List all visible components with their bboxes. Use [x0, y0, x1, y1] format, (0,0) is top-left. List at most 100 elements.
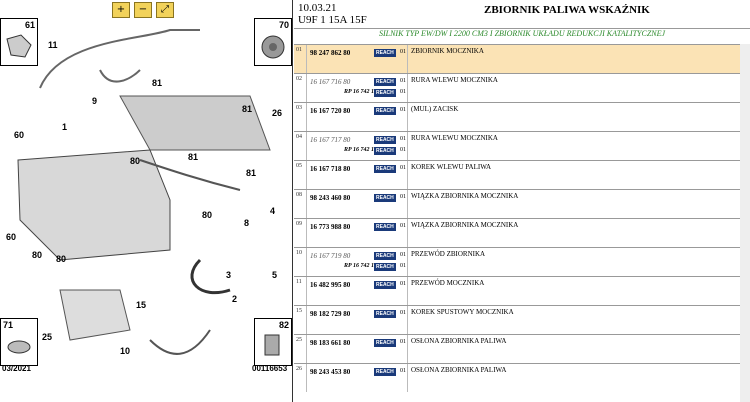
- quantity: 01: [400, 281, 406, 287]
- part-description: KOREK SPUSTOWY MOCZNIKA: [411, 308, 514, 316]
- callout-80: 80: [32, 250, 43, 260]
- quantity: 01: [400, 147, 406, 153]
- callout-26: 26: [272, 108, 283, 118]
- part-description: (MUL) ZACISK: [411, 105, 459, 113]
- column-divider: [306, 74, 307, 102]
- column-divider: [407, 45, 408, 73]
- part-reference: 16 167 718 80: [310, 165, 351, 173]
- callout-81: 81: [152, 78, 163, 88]
- row-index: 04: [296, 134, 302, 140]
- row-index: 25: [296, 337, 302, 343]
- zoom-in-icon[interactable]: +: [112, 2, 130, 18]
- column-divider: [306, 277, 307, 305]
- part-reference: 16 482 995 80: [310, 281, 351, 289]
- table-row[interactable]: 15 98 182 729 80 REACH 01 KOREK SPUSTOWY MOC…: [294, 305, 750, 334]
- callout-1: 1: [62, 122, 68, 132]
- header-date: 10.03.21: [298, 2, 337, 14]
- callout-11: 11: [48, 40, 58, 50]
- callout-81: 81: [242, 104, 253, 114]
- part-description: PRZEWÓD MOCZNIKA: [411, 279, 485, 287]
- row-index: 03: [296, 105, 302, 111]
- column-divider: [306, 219, 307, 247]
- reach-badge: REACH: [374, 89, 396, 97]
- row-index: 10: [296, 250, 302, 256]
- parts-diagram: + − ⤢ 61 70 71 82 11 9 81 81 26 1 60 81 …: [0, 0, 293, 402]
- part-reference: 98 247 862 80: [310, 49, 351, 57]
- column-divider: [407, 364, 408, 392]
- detail-box-61: 61: [0, 18, 38, 66]
- part-reference: 16 167 720 80: [310, 107, 351, 115]
- zoom-out-icon[interactable]: −: [134, 2, 152, 18]
- part-description: WIĄZKA ZBIORNIKA MOCZNIKA: [411, 192, 519, 200]
- row-index: 15: [296, 308, 302, 314]
- quantity: 01: [400, 223, 406, 229]
- part-description: RURA WLEWU MOCZNIKA: [411, 134, 498, 142]
- callout-9: 9: [92, 96, 98, 106]
- reach-badge: REACH: [374, 281, 396, 289]
- zoom-fit-icon[interactable]: ⤢: [156, 2, 174, 18]
- detail-number: 70: [278, 20, 289, 30]
- callout-10: 10: [120, 346, 131, 356]
- detail-box-70: 70: [254, 18, 292, 66]
- row-index: 02: [296, 76, 302, 82]
- quantity: 01: [400, 263, 406, 269]
- quantity: 01: [400, 49, 406, 55]
- column-divider: [407, 248, 408, 276]
- part-description: KOREK WLEWU PALIWA: [411, 163, 492, 171]
- row-index: 08: [296, 192, 302, 198]
- column-divider: [306, 45, 307, 73]
- scrollbar[interactable]: [740, 44, 750, 402]
- engine-subtitle: SILNIK TYP EW/DW I 2200 CM3 I ZBIORNIK U…: [378, 29, 666, 38]
- quantity: 01: [400, 252, 406, 258]
- reach-badge: REACH: [374, 339, 396, 347]
- reach-badge: REACH: [374, 136, 396, 144]
- part-reference: 16 773 988 80: [310, 223, 351, 231]
- part-description: OSŁONA ZBIORNIKA PALIWA: [411, 337, 507, 345]
- detail-number: 82: [278, 320, 289, 330]
- reach-badge: REACH: [374, 368, 396, 376]
- column-divider: [407, 161, 408, 189]
- part-reference: 98 243 453 80: [310, 368, 351, 376]
- reach-badge: REACH: [374, 310, 396, 318]
- detail-number: 71: [3, 320, 14, 330]
- callout-80: 80: [56, 254, 67, 264]
- part-description: ZBIORNIK MOCZNIKA: [411, 47, 484, 55]
- column-divider: [407, 190, 408, 218]
- column-divider: [407, 335, 408, 363]
- column-divider: [407, 219, 408, 247]
- reach-badge: REACH: [374, 223, 396, 231]
- part-reference: 98 183 661 80: [310, 339, 351, 347]
- callout-4: 4: [270, 206, 276, 216]
- detail-box-71: 71: [0, 318, 38, 366]
- reach-badge: REACH: [374, 49, 396, 57]
- column-divider: [407, 103, 408, 131]
- diagram-id: 00116653: [252, 364, 288, 373]
- part-reference: 98 182 729 80: [310, 310, 351, 318]
- part-reference: 16 167 716 80: [310, 78, 351, 86]
- callout-25: 25: [42, 332, 53, 342]
- callout-80: 80: [202, 210, 213, 220]
- column-divider: [407, 277, 408, 305]
- replacement-reference: RP 16 742 110 80: [344, 89, 388, 95]
- column-divider: [407, 132, 408, 160]
- callout-8: 8: [244, 218, 250, 228]
- callout-5: 5: [272, 270, 278, 280]
- page-title: ZBIORNIK PALIWA WSKAŹNIK: [484, 4, 650, 16]
- quantity: 01: [400, 310, 406, 316]
- column-divider: [306, 161, 307, 189]
- part-description: WIĄZKA ZBIORNIKA MOCZNIKA: [411, 221, 519, 229]
- quantity: 01: [400, 89, 406, 95]
- callout-60: 60: [6, 232, 17, 242]
- part-description: PRZEWÓD ZBIORNIKA: [411, 250, 486, 258]
